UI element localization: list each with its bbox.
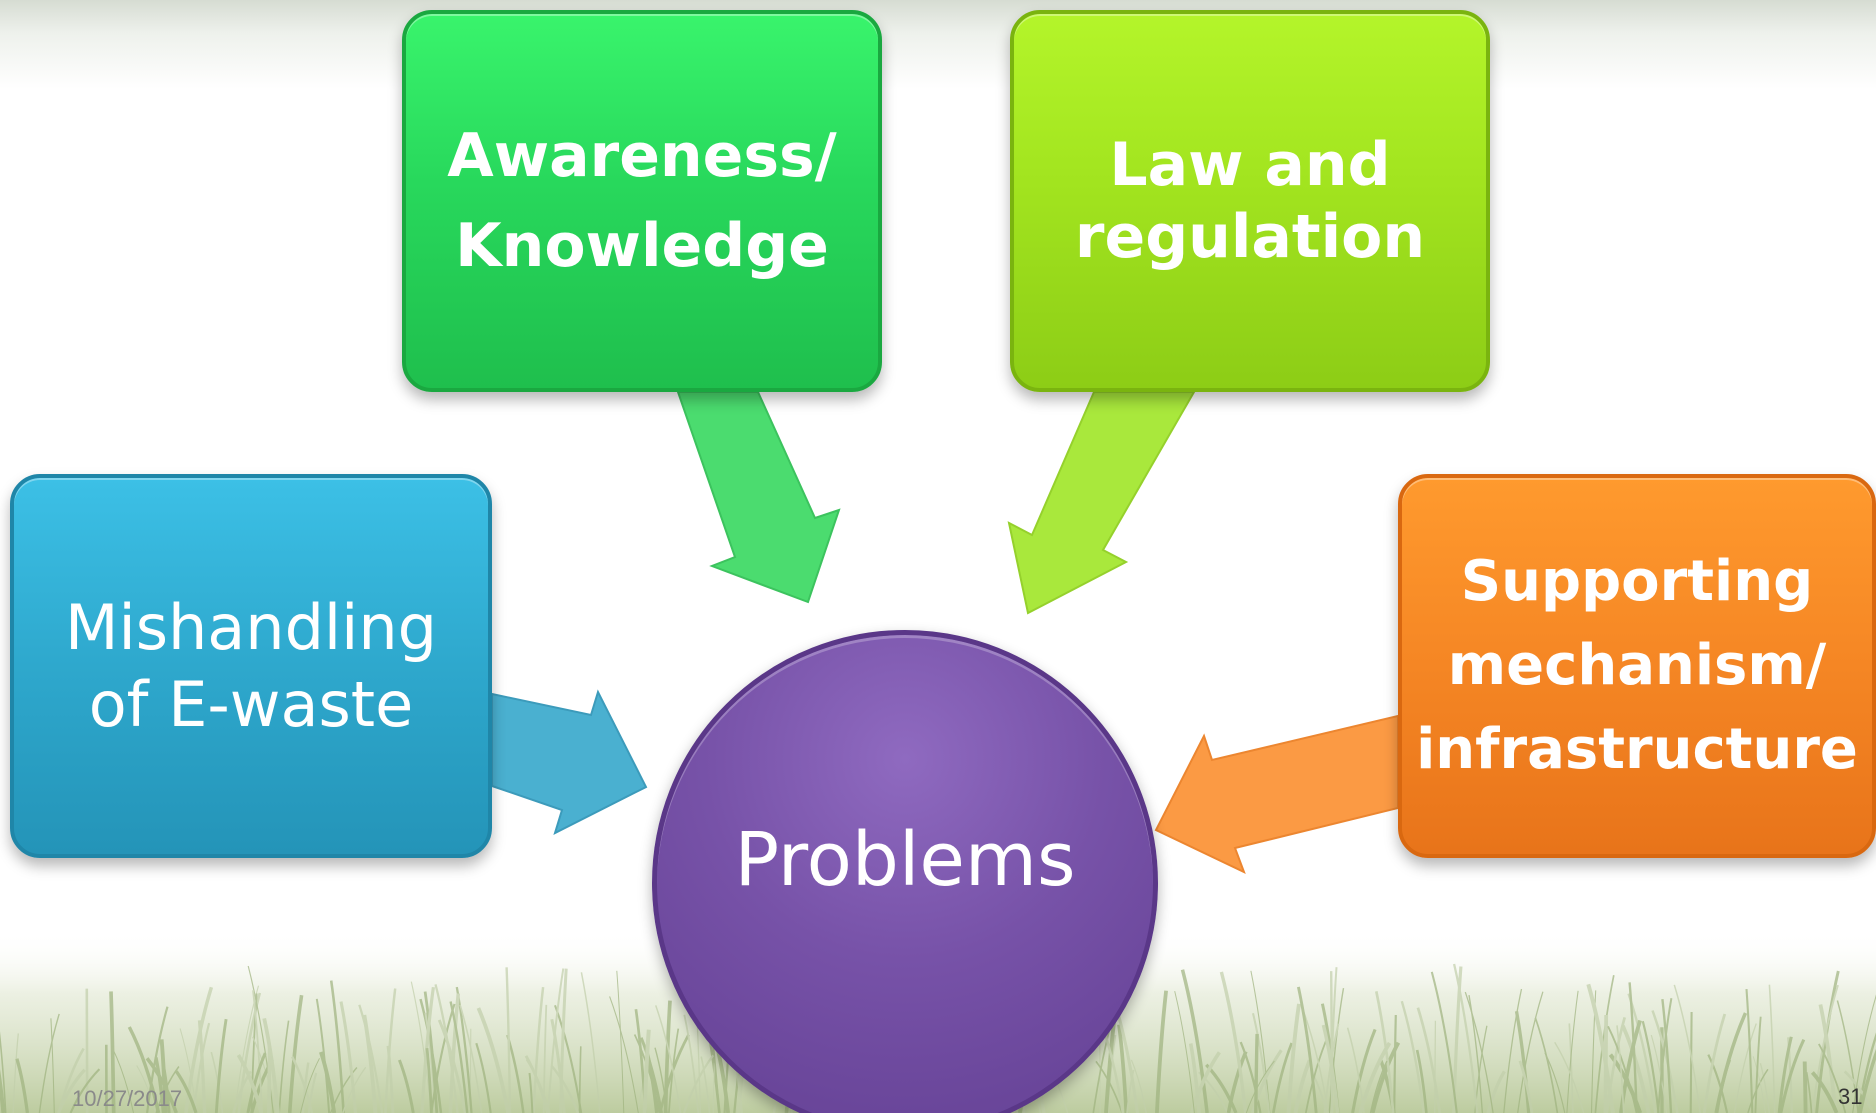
cause-box-mishandling: Mishandling of E-waste: [10, 474, 492, 858]
cause-label-awareness: Awareness/ Knowledge: [447, 121, 837, 281]
cause-box-supporting: Supporting mechanism/ infrastructure: [1398, 474, 1876, 858]
arrow-mishandling: [491, 689, 648, 835]
cause-box-law: Law and regulation: [1010, 10, 1490, 392]
arrow-supporting: [1154, 714, 1399, 874]
cause-box-awareness: Awareness/ Knowledge: [402, 10, 882, 392]
center-label: Problems: [734, 817, 1076, 903]
cause-label-mishandling: Mishandling of E-waste: [64, 590, 438, 742]
cause-label-law: Law and regulation: [1074, 130, 1426, 272]
cause-label-supporting: Supporting mechanism/ infrastructure: [1416, 549, 1858, 782]
slide-number: 31: [1838, 1084, 1863, 1109]
footer-date: 10/27/2017: [72, 1086, 183, 1111]
arrow-law: [1007, 391, 1196, 615]
center-circle-problems: Problems: [652, 630, 1158, 1113]
arrow-awareness: [676, 391, 841, 604]
